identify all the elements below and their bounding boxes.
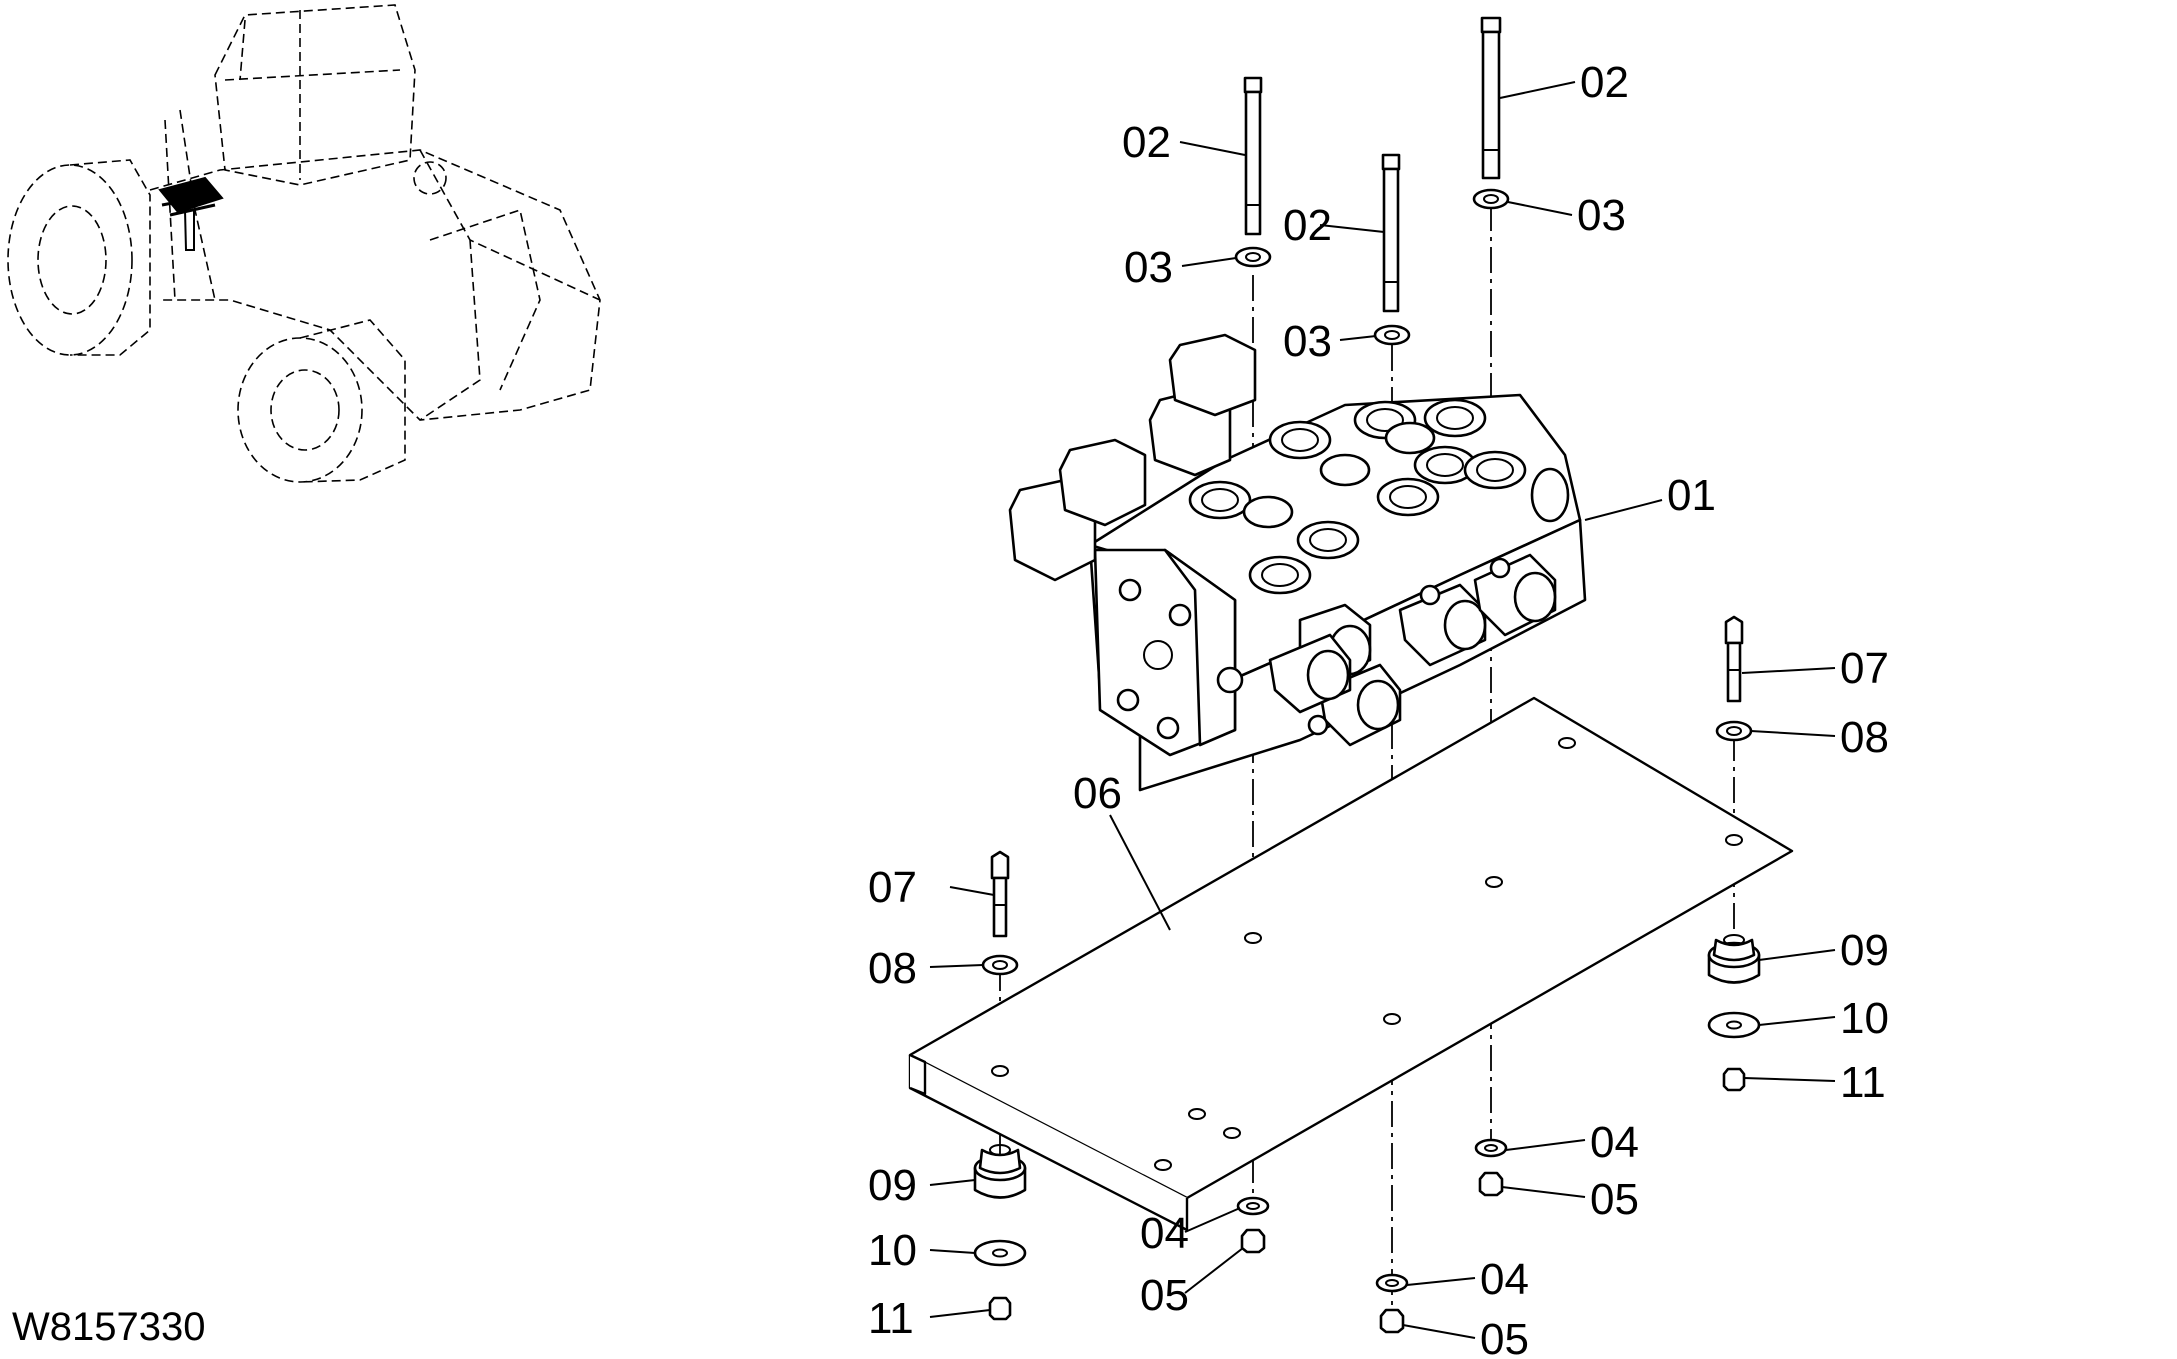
lock-washers <box>1236 1138 1508 1293</box>
spool-ends <box>1268 553 1557 747</box>
nuts <box>1240 1171 1504 1334</box>
control-valve <box>1008 333 1587 792</box>
callout-labels: 02 02 02 03 03 03 01 06 07 08 09 10 11 0… <box>868 58 1889 1359</box>
callout-11-left: 11 <box>868 1294 914 1343</box>
callout-03-c: 03 <box>1577 191 1626 240</box>
callout-05-a: 05 <box>1140 1271 1189 1320</box>
callout-04-c: 04 <box>1480 1255 1529 1304</box>
callout-02-a: 02 <box>1122 118 1171 167</box>
callout-05-b: 05 <box>1590 1175 1639 1224</box>
valve-ports <box>1188 398 1570 595</box>
callout-04-a: 04 <box>1140 1209 1189 1258</box>
mounting-plate <box>908 696 1794 1232</box>
callout-08-left: 08 <box>868 944 917 993</box>
callout-05-c: 05 <box>1480 1315 1529 1359</box>
callout-11-right: 11 <box>1840 1058 1886 1107</box>
machine-locator-view <box>7 4 601 483</box>
valve-location-marker <box>158 176 224 251</box>
callout-10-right: 10 <box>1840 994 1889 1043</box>
callout-02-b: 02 <box>1283 201 1332 250</box>
document-id: W8157330 <box>12 1305 205 1349</box>
callout-07-left: 07 <box>868 863 917 912</box>
callout-01: 01 <box>1667 471 1716 520</box>
right-mount-stack <box>1707 615 1761 1092</box>
valve-bolts <box>1243 16 1502 313</box>
callout-03-b: 03 <box>1283 317 1332 366</box>
callout-04-b: 04 <box>1590 1118 1639 1167</box>
leader-lines <box>929 81 1836 1339</box>
valve-washers <box>1234 188 1510 346</box>
left-mount-stack <box>973 850 1027 1321</box>
callout-08-right: 08 <box>1840 713 1889 762</box>
callout-07-right: 07 <box>1840 644 1889 693</box>
callout-10-left: 10 <box>868 1226 917 1275</box>
callout-03-a: 03 <box>1124 243 1173 292</box>
callout-06: 06 <box>1073 769 1122 818</box>
callout-09-right: 09 <box>1840 926 1889 975</box>
callout-02-c: 02 <box>1580 58 1629 107</box>
callout-09-left: 09 <box>868 1161 917 1210</box>
